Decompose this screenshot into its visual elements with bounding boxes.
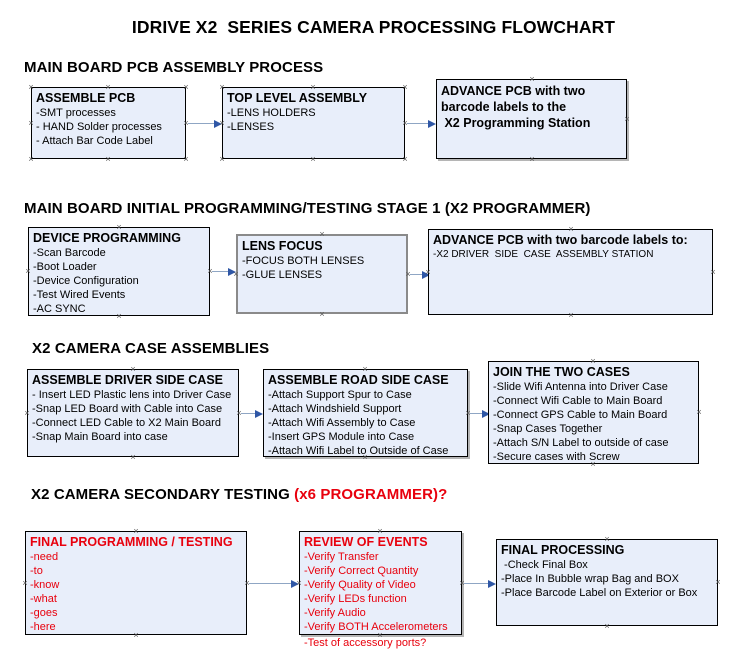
box-line: -Scan Barcode	[33, 247, 106, 259]
box-line: -FOCUS BOTH LENSES	[242, 255, 365, 267]
box-line: -to	[30, 565, 43, 577]
box-line: -Connect Wifi Cable to Main Board	[493, 395, 663, 407]
box-title: DEVICE PROGRAMMING	[33, 231, 181, 245]
box-line: -Secure cases with Screw	[493, 451, 620, 463]
box-line: -Verify LEDs function	[304, 593, 407, 605]
box-top-level-assembly[interactable]: TOP LEVEL ASSEMBLY -LENS HOLDERS -LENSES	[222, 87, 405, 159]
section-heading-x2-camera-case-assemblies: X2 CAMERA CASE ASSEMBLIES	[32, 340, 270, 357]
section-heading-x2-camera-secondary-testing: X2 CAMERA SECONDARY TESTING (x6 PROGRAMM…	[31, 486, 447, 503]
box-line: -Slide Wifi Antenna into Driver Case	[493, 381, 668, 393]
box-line: -Test Wired Events	[33, 289, 126, 301]
box-line: -goes	[30, 607, 58, 619]
box-line: -what	[30, 593, 57, 605]
box-line: -Attach Support Spur to Case	[268, 389, 412, 401]
box-line: X2 Programming Station	[441, 116, 591, 130]
section-heading-text: X2 CAMERA SECONDARY TESTING	[31, 486, 295, 503]
box-title: JOIN THE TWO CASES	[493, 365, 630, 379]
box-line: - Attach Bar Code Label	[36, 135, 153, 147]
box-line: -Snap Main Board into case	[32, 431, 168, 443]
box-title: ADVANCE PCB with two barcode labels to:	[433, 233, 688, 247]
box-final-programming-testing[interactable]: FINAL PROGRAMMING / TESTING -need -to -k…	[25, 531, 247, 635]
box-overflow-line: -Test of accessory ports?	[304, 637, 427, 649]
connector-arrow-driver-case-to-road-case	[241, 409, 263, 418]
box-line: -SMT processes	[36, 107, 116, 119]
connector-arrow-assemble-pcb-to-top-level	[188, 119, 222, 128]
box-review-of-events[interactable]: REVIEW OF EVENTS -Verify Transfer -Verif…	[299, 531, 462, 649]
box-final-processing[interactable]: FINAL PROCESSING -Check Final Box -Place…	[496, 539, 718, 626]
box-line: -X2 DRIVER SIDE CASE ASSEMBLY STATION	[433, 249, 654, 260]
box-line: -Place Barcode Label on Exterior or Box	[501, 587, 698, 599]
connector-arrow-final-programming-to-review	[249, 579, 299, 588]
box-line: - HAND Solder processes	[36, 121, 162, 133]
box-line: -Attach Windshield Support	[268, 403, 402, 415]
box-line: -LENSES	[227, 121, 275, 133]
box-title: ASSEMBLE DRIVER SIDE CASE	[32, 373, 224, 387]
connector-arrow-device-programming-to-lens-focus	[212, 267, 236, 276]
box-device-programming[interactable]: DEVICE PROGRAMMING -Scan Barcode -Boot L…	[28, 227, 210, 316]
box-advance-pcb-programming-station[interactable]: ADVANCE PCB with two barcode labels to t…	[436, 79, 627, 159]
page-title: IDRIVE X2 SERIES CAMERA PROCESSING FLOWC…	[131, 17, 616, 37]
connector-arrow-road-case-to-join-cases	[470, 409, 490, 418]
box-assemble-road-side-case[interactable]: ASSEMBLE ROAD SIDE CASE -Attach Support …	[263, 369, 468, 457]
box-line: barcode labels to the	[441, 100, 567, 114]
box-line: -LENS HOLDERS	[227, 107, 316, 119]
box-line: -Attach S/N Label to outside of case	[493, 437, 669, 449]
box-title: ASSEMBLE ROAD SIDE CASE	[268, 373, 449, 387]
box-assemble-pcb[interactable]: ASSEMBLE PCB -SMT processes - HAND Solde…	[31, 87, 186, 159]
box-line: -know	[30, 579, 60, 591]
box-title: ADVANCE PCB with two	[441, 84, 586, 98]
box-line: -GLUE LENSES	[242, 269, 323, 281]
box-line: -Snap LED Board with Cable into Case	[32, 403, 223, 415]
box-advance-pcb-driver-side-station[interactable]: ADVANCE PCB with two barcode labels to: …	[428, 229, 713, 315]
box-line: -Boot Loader	[33, 261, 97, 273]
box-title: LENS FOCUS	[242, 239, 323, 253]
box-line: - Insert LED Plastic lens into Driver Ca…	[32, 389, 232, 401]
box-join-the-two-cases[interactable]: JOIN THE TWO CASES -Slide Wifi Antenna i…	[488, 361, 699, 464]
connector-arrow-review-to-final-processing	[464, 579, 496, 588]
box-line: -need	[30, 551, 59, 563]
box-line: -Attach Wifi Label to Outside of Case	[268, 445, 449, 457]
section-heading-accent: (x6 PROGRAMMER)?	[294, 486, 448, 503]
connector-arrow-top-level-to-advance-pcb	[407, 119, 436, 128]
box-line: -Insert GPS Module into Case	[268, 431, 415, 443]
box-line: -Check Final Box	[501, 559, 588, 571]
section-heading-main-board-initial-programming: MAIN BOARD INITIAL PROGRAMMING/TESTING S…	[24, 200, 591, 217]
box-line: -Connect LED Cable to X2 Main Board	[32, 417, 221, 429]
box-line: -Verify Correct Quantity	[304, 565, 419, 577]
box-assemble-driver-side-case[interactable]: ASSEMBLE DRIVER SIDE CASE - Insert LED P…	[27, 369, 239, 457]
box-line: -Snap Cases Together	[493, 423, 603, 435]
box-line: -Verify Audio	[304, 607, 366, 619]
box-title: TOP LEVEL ASSEMBLY	[227, 91, 368, 105]
box-title: ASSEMBLE PCB	[36, 91, 136, 105]
connector-arrow-lens-focus-to-advance-pcb-driver	[410, 270, 430, 279]
box-line: -AC SYNC	[33, 303, 86, 315]
box-line: -here	[30, 621, 56, 633]
box-line: -Verify BOTH Accelerometers	[304, 621, 448, 633]
box-title: REVIEW OF EVENTS	[304, 535, 428, 549]
box-title: FINAL PROGRAMMING / TESTING	[30, 535, 233, 549]
box-line: -Verify Transfer	[304, 551, 379, 563]
box-line: -Device Configuration	[33, 275, 139, 287]
box-line: -Verify Quality of Video	[304, 579, 416, 591]
box-line: -Place In Bubble wrap Bag and BOX	[501, 573, 679, 585]
box-line: -Attach Wifi Assembly to Case	[268, 417, 416, 429]
section-heading-main-board-pcb-assembly: MAIN BOARD PCB ASSEMBLY PROCESS	[24, 59, 324, 76]
box-lens-focus[interactable]: LENS FOCUS -FOCUS BOTH LENSES -GLUE LENS…	[236, 234, 408, 314]
box-line: -Connect GPS Cable to Main Board	[493, 409, 668, 421]
box-title: FINAL PROCESSING	[501, 543, 625, 557]
